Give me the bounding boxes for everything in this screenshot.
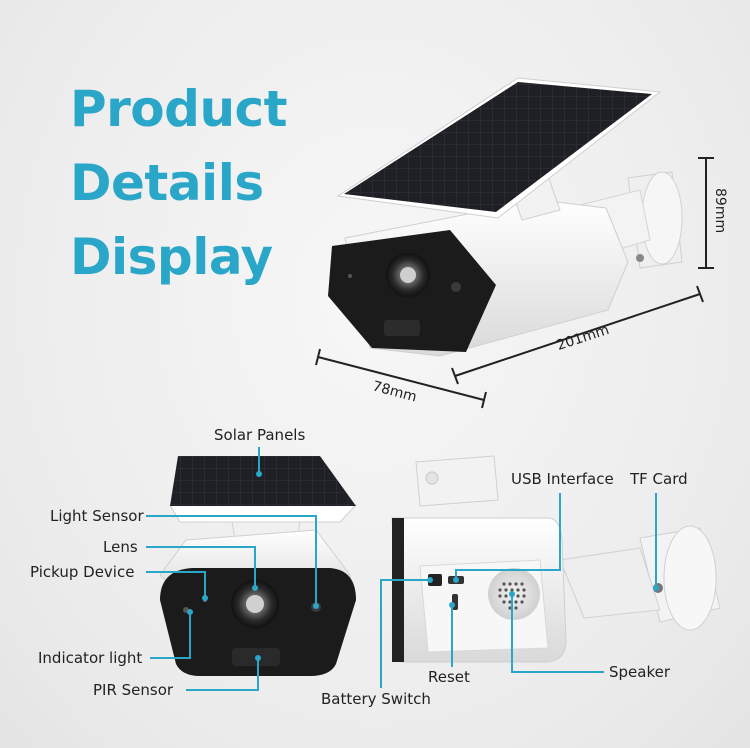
height-dimension-label: 89mm: [712, 188, 728, 234]
solar-panel: [344, 82, 652, 212]
callout-reset: Reset: [428, 668, 470, 686]
callout-battery-switch: Battery Switch: [321, 690, 431, 708]
dimension-lines: [315, 157, 714, 409]
battery-switch-icon: [428, 574, 442, 586]
callout-tf-card: TF Card: [630, 470, 688, 488]
rear-camera: [391, 455, 721, 663]
callout-indicator-light: Indicator light: [38, 649, 143, 667]
callout-dots: [187, 471, 659, 661]
callout-solar-panels: Solar Panels: [214, 426, 306, 444]
front-solar-panel: [170, 456, 356, 506]
title-line-1: Product: [70, 80, 288, 138]
page-title: Product Details Display: [70, 72, 288, 294]
callout-speaker: Speaker: [609, 663, 671, 681]
callout-pickup-device: Pickup Device: [30, 563, 135, 581]
callout-lens: Lens: [103, 538, 138, 556]
callout-pir-sensor: PIR Sensor: [93, 681, 174, 699]
callout-light-sensor: Light Sensor: [50, 507, 144, 525]
callout-usb-interface: USB Interface: [511, 470, 614, 488]
callout-lines: [146, 447, 657, 691]
title-line-3: Display: [70, 228, 273, 286]
title-line-2: Details: [70, 154, 264, 212]
top-camera: [328, 77, 683, 357]
